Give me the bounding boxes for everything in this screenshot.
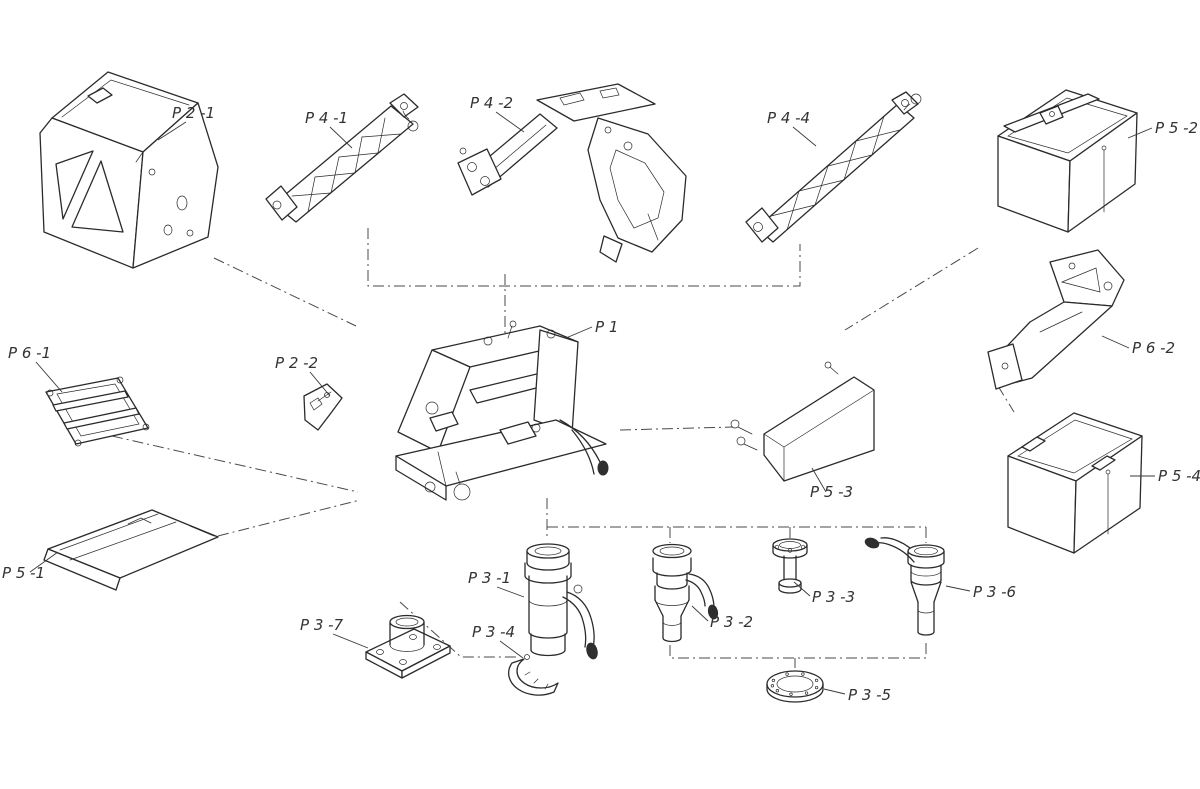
part-p6-1 <box>45 376 150 447</box>
part-label-p2-2: P 2 -2 <box>275 354 318 372</box>
part-p5-3 <box>730 361 875 482</box>
label-leader-lines <box>29 111 1155 695</box>
part-label-p4-4: P 4 -4 <box>767 109 810 127</box>
part-label-p4-1: P 4 -1 <box>305 109 348 127</box>
part-label-p4-2: P 4 -2 <box>470 94 513 112</box>
part-label-p5-2: P 5 -2 <box>1155 119 1198 137</box>
part-p4-2 <box>457 83 687 263</box>
part-label-p5-1: P 5 -1 <box>2 564 45 582</box>
part-p3-6 <box>864 537 945 636</box>
part-label-p1: P 1 <box>595 318 618 336</box>
part-label-p3-6: P 3 -6 <box>973 583 1016 601</box>
part-label-p3-2: P 3 -2 <box>710 613 753 631</box>
part-label-p5-3: P 5 -3 <box>810 483 853 501</box>
part-label-p3-7: P 3 -7 <box>300 616 344 634</box>
part-p3-1 <box>524 543 598 660</box>
part-p2-1 <box>39 71 219 269</box>
part-p3-7 <box>365 614 451 679</box>
part-p5-4 <box>1007 412 1143 554</box>
part-p5-2 <box>997 89 1138 233</box>
part-p6-2 <box>987 249 1125 390</box>
part-p4-1 <box>265 93 419 223</box>
part-p5-1 <box>43 509 219 591</box>
part-p3-3 <box>772 538 808 594</box>
part-label-p3-3: P 3 -3 <box>812 588 855 606</box>
part-labels: P 2 -1 P 4 -1 P 4 -2 P 4 -4 P 5 -2 P 6 -… <box>2 94 1200 704</box>
part-label-p2-1: P 2 -1 <box>172 104 215 122</box>
connector-lines <box>111 228 1015 668</box>
part-p3-5 <box>766 670 824 703</box>
part-label-p3-4: P 3 -4 <box>472 623 515 641</box>
part-label-p6-1: P 6 -1 <box>8 344 51 362</box>
part-label-p3-5: P 3 -5 <box>848 686 891 704</box>
part-label-p6-2: P 6 -2 <box>1132 339 1175 357</box>
part-p4-4 <box>745 91 922 243</box>
part-p3-2 <box>652 543 719 643</box>
part-p1 <box>395 320 609 501</box>
part-p3-4 <box>508 654 559 696</box>
part-label-p5-4: P 5 -4 <box>1158 467 1200 485</box>
part-label-p3-1: P 3 -1 <box>468 569 511 587</box>
